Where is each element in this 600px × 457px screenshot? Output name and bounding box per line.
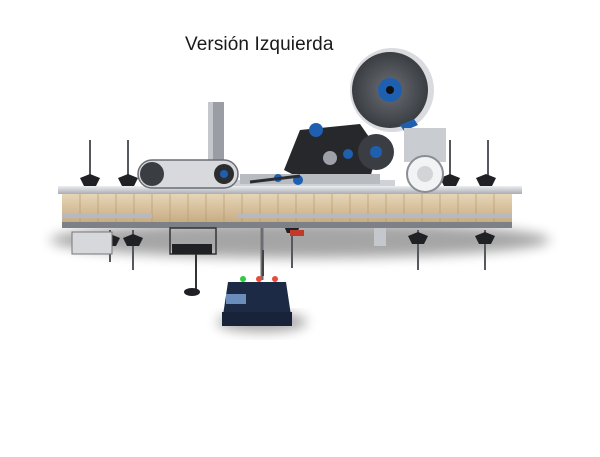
conveyor-belt xyxy=(62,194,512,228)
upright-column xyxy=(208,102,224,164)
conveyor-rail xyxy=(58,186,522,194)
applicator-arm xyxy=(240,123,380,185)
page-title: Versión Izquierda xyxy=(185,34,334,55)
motor-unit xyxy=(404,128,446,193)
roller-panel xyxy=(137,159,239,189)
label-reel xyxy=(350,48,434,170)
under-belt-hardware xyxy=(71,227,386,296)
control-box xyxy=(222,250,292,326)
